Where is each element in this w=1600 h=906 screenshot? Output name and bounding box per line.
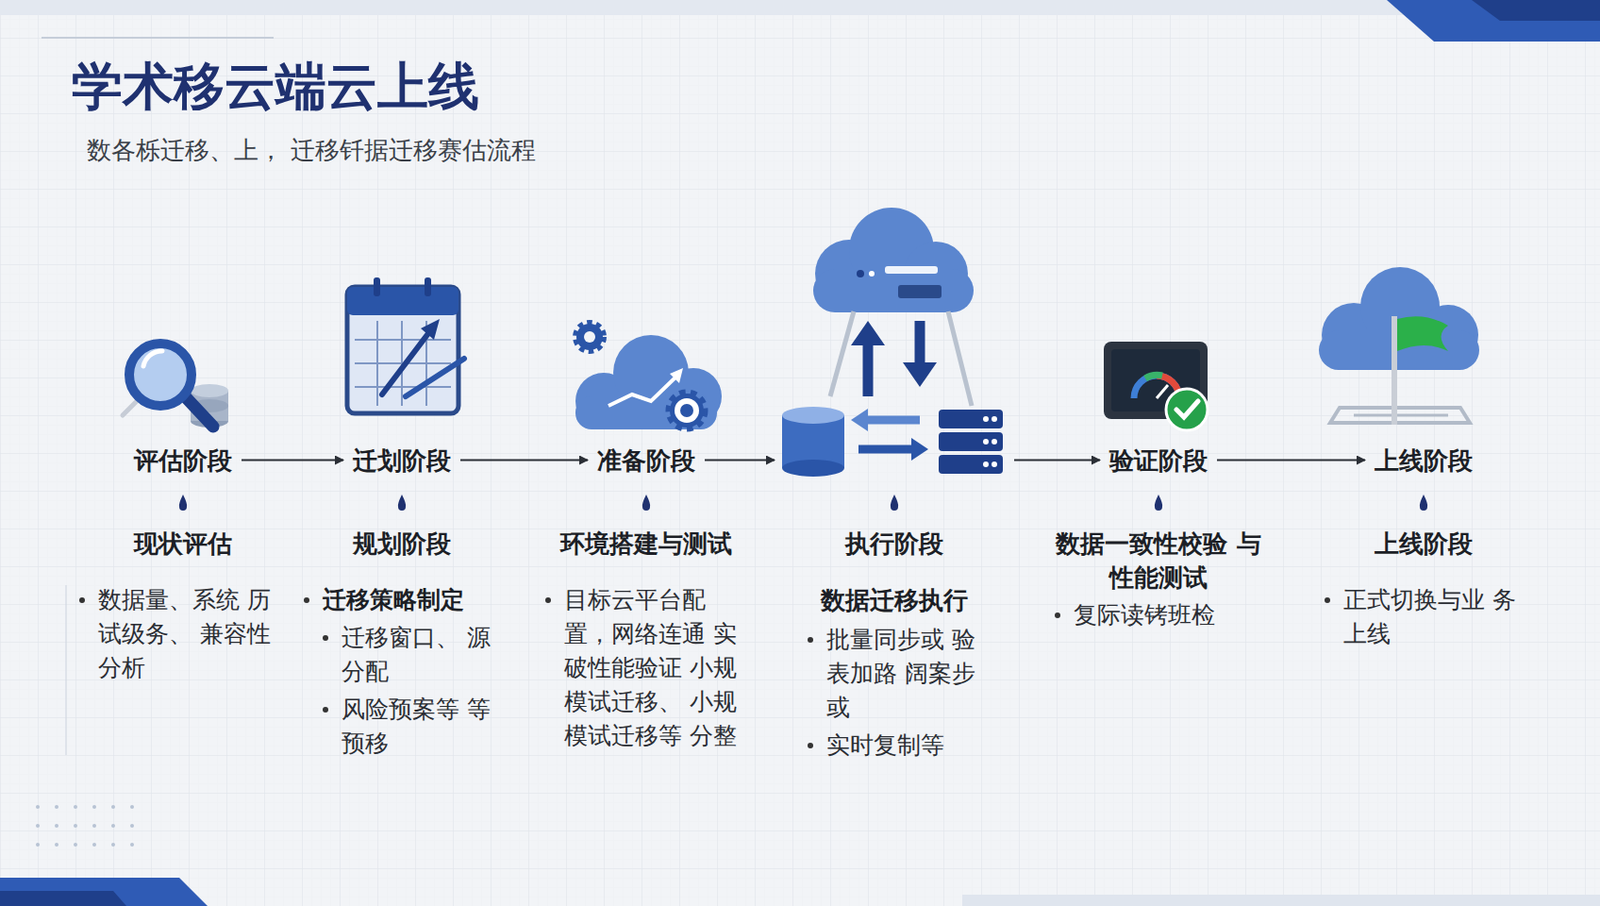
stage-subheading: 规划阶段 (298, 526, 506, 561)
bullet-text: 正式切换与业 务上线 (1343, 585, 1517, 648)
slide-title: 学术移云端云上线 (71, 52, 480, 122)
cloud-gear-icon (575, 323, 722, 430)
magnifier-icon (122, 343, 229, 428)
drop-dot (888, 492, 900, 514)
bullet-text: 目标云平台配 置，网络连通 实破性能验证 小规模试迁移、 小规模试迁移等 分整 (564, 585, 737, 750)
bullet-dot (322, 634, 329, 641)
stage-column: 验证阶段数据一致性校验 与性能测试复际读铐班检 (1049, 433, 1268, 636)
step-marker (1049, 484, 1268, 527)
bullet-dot (79, 597, 85, 603)
migration-icon (782, 207, 1003, 477)
bullet-item: 迁移策略制定 (298, 583, 506, 617)
stage-column: 评估阶段现状评估数据量、系统 历试级务、 兼容性分析 (73, 433, 293, 689)
bullet-item: 迁移窗口、 源分配 (316, 620, 506, 689)
stage-subheading: 执行阶段 (801, 526, 987, 561)
drop-dot (396, 492, 408, 514)
bullet-text: 复际读铐班检 (1073, 600, 1216, 629)
flow-arrow (460, 459, 588, 462)
stage-header-row: 上线阶段 (1318, 433, 1529, 485)
step-marker (73, 484, 293, 527)
stage-header-row (782, 433, 1007, 485)
bullet-dot (303, 597, 310, 603)
drop-dot (1417, 492, 1430, 514)
flow-arrow (704, 459, 775, 462)
stage-heading: 验证阶段 (1107, 444, 1210, 477)
bullet-heading: 迁移策略制定 (322, 585, 465, 614)
stage-subheading: 现状评估 (73, 526, 293, 561)
step-marker (1318, 484, 1529, 527)
bullet-dot (1054, 612, 1061, 618)
drop-dot (640, 492, 652, 514)
bullet-item: 复际读铐班检 (1049, 598, 1268, 633)
stage-column: 上线阶段上线阶段正式切换与业 务上线 (1318, 433, 1529, 655)
stage-heading: 迁划阶段 (350, 444, 453, 477)
cloud-flag-icon (1318, 266, 1480, 425)
bullet-text: 风险预案等 等预移 (341, 695, 491, 757)
step-marker (539, 484, 753, 527)
bullet-dot (322, 706, 329, 713)
bullet-item: 批量同步或 验 表加路 阔案步或 (801, 622, 987, 725)
stage-column: 执行阶段数据迁移执行批量同步或 验 表加路 阔案步或实时复制等 (801, 433, 987, 767)
stage-heading: 准备阶段 (595, 444, 698, 477)
bullet-dot (807, 636, 814, 643)
flow-arrow (1014, 459, 1100, 462)
stage-column: 准备阶段环境搭建与测试目标云平台配 置，网络连通 实破性能验证 小规模试迁移、 … (539, 433, 753, 757)
stage-subheading: 上线阶段 (1318, 526, 1529, 561)
step-marker (801, 484, 987, 527)
stage-heading: 评估阶段 (132, 444, 234, 477)
task-heading: 数据迁移执行 (801, 583, 987, 617)
drop-dot (177, 492, 189, 514)
bullet-dot (545, 597, 551, 603)
bullet-item: 正式切换与业 务上线 (1318, 583, 1529, 651)
stage-heading: 上线阶段 (1372, 444, 1475, 477)
bullet-item: 风险预案等 等预移 (316, 692, 506, 761)
stage-header-row: 准备阶段 (539, 433, 753, 485)
stage-header-row: 评估阶段 (73, 433, 293, 485)
stage-column: 迁划阶段规划阶段迁移策略制定迁移窗口、 源分配风险预案等 等预移 (298, 433, 506, 765)
bullet-item: 目标云平台配 置，网络连通 实破性能验证 小规模试迁移、 小规模试迁移等 分整 (539, 583, 753, 753)
bullet-text: 批量同步或 验 表加路 阔案步或 (826, 625, 976, 721)
bullet-text: 实时复制等 (826, 731, 945, 759)
calendar-icon (347, 277, 465, 414)
gauge-monitor-icon (1103, 341, 1208, 431)
flow-arrow (241, 459, 344, 462)
flow-arrow (1216, 459, 1366, 462)
stage-header-row: 验证阶段 (1049, 433, 1268, 485)
bullet-dot (807, 742, 814, 749)
bullet-dot (1324, 597, 1331, 603)
slide-subtitle: 数各栎迁移、上， 迁移钎据迁移赛估流程 (86, 133, 536, 167)
drop-dot (1152, 492, 1165, 514)
bullet-item: 实时复制等 (801, 728, 987, 763)
bullet-text: 数据量、系统 历试级务、 兼容性分析 (98, 585, 271, 682)
step-marker (298, 484, 506, 527)
stage-subheading: 数据一致性校验 与性能测试 (1049, 526, 1268, 595)
bullet-text: 迁移窗口、 源分配 (341, 623, 491, 685)
stage-header-row: 迁划阶段 (298, 433, 506, 485)
icon-anchor (782, 441, 1007, 480)
bullet-item: 数据量、系统 历试级务、 兼容性分析 (73, 583, 293, 685)
stage-subheading: 环境搭建与测试 (539, 526, 753, 561)
